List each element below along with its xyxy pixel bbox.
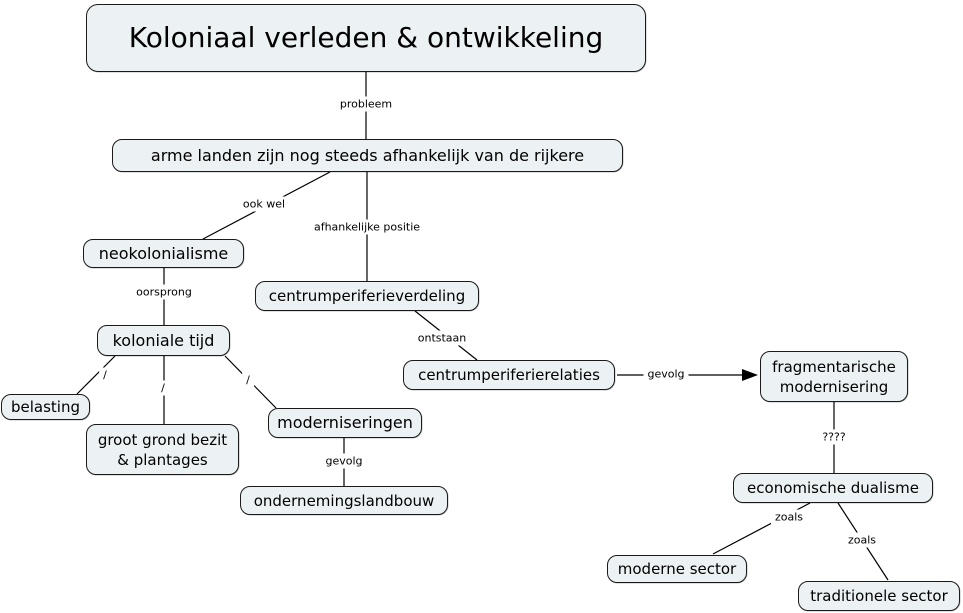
link-label-gevolg-relaties[interactable]: gevolg [643, 366, 689, 382]
node-belasting[interactable]: belasting [1, 394, 90, 420]
node-fragmentarische-modernisering-line1: fragmentarische [772, 357, 896, 376]
node-moderne-sector-text: moderne sector [617, 560, 737, 578]
link-label-ook-wel[interactable]: ook wel [238, 196, 290, 212]
node-koloniale-tijd[interactable]: koloniale tijd [97, 325, 230, 356]
node-moderniseringen[interactable]: moderniseringen [268, 408, 422, 438]
link-label-probleem[interactable]: probleem [335, 96, 397, 112]
node-groot-grond-bezit[interactable]: groot grond bezit & plantages [86, 424, 239, 475]
link-label-afhankelijke-positie[interactable]: afhankelijke positie [309, 219, 425, 235]
link-label-slash-2[interactable]: / [157, 380, 169, 396]
node-title[interactable]: Koloniaal verleden & ontwikkeling [86, 4, 646, 72]
link-label-oorsprong[interactable]: oorsprong [132, 284, 196, 300]
node-belasting-text: belasting [10, 398, 80, 416]
node-neokolonialisme[interactable]: neokolonialisme [83, 239, 244, 268]
node-centrumperiferieverdeling-text: centrumperiferieverdeling [268, 287, 466, 305]
node-koloniale-tijd-text: koloniale tijd [112, 330, 215, 350]
node-ondernemingslandbouw[interactable]: ondernemingslandbouw [240, 486, 448, 515]
link-label-unknown[interactable]: ???? [818, 429, 850, 445]
edge-kt-belasting [76, 355, 116, 395]
link-label-ontstaan[interactable]: ontstaan [413, 330, 471, 346]
link-label-gevolg-moderniseringen[interactable]: gevolg [321, 453, 367, 469]
link-label-zoals-2[interactable]: zoals [843, 532, 881, 548]
arrowhead-gevolg [742, 369, 758, 381]
node-fragmentarische-modernisering[interactable]: fragmentarische modernisering [760, 351, 908, 402]
link-label-slash-1[interactable]: / [99, 367, 111, 383]
node-economische-dualisme-text: economische dualisme [747, 479, 919, 497]
node-moderne-sector[interactable]: moderne sector [607, 555, 747, 583]
node-centrumperiferierelaties[interactable]: centrumperiferierelaties [403, 360, 615, 390]
link-label-slash-3[interactable]: / [242, 372, 254, 388]
node-traditionele-sector[interactable]: traditionele sector [798, 581, 960, 611]
node-groot-grond-bezit-line2: & plantages [117, 450, 208, 469]
node-groot-grond-bezit-line1: groot grond bezit [97, 430, 228, 449]
node-traditionele-sector-text: traditionele sector [810, 587, 948, 605]
link-label-zoals-1[interactable]: zoals [770, 509, 808, 525]
node-economische-dualisme[interactable]: economische dualisme [733, 473, 933, 503]
node-centrumperiferierelaties-text: centrumperiferierelaties [418, 366, 600, 384]
node-problem-statement-text: arme landen zijn nog steeds afhankelijk … [150, 145, 585, 165]
node-title-text: Koloniaal verleden & ontwikkeling [128, 21, 604, 54]
node-centrumperiferieverdeling[interactable]: centrumperiferieverdeling [255, 281, 479, 311]
node-fragmentarische-modernisering-line2: modernisering [779, 377, 889, 396]
node-problem-statement[interactable]: arme landen zijn nog steeds afhankelijk … [112, 139, 623, 172]
node-neokolonialisme-text: neokolonialisme [98, 243, 229, 263]
node-ondernemingslandbouw-text: ondernemingslandbouw [253, 491, 435, 510]
node-moderniseringen-text: moderniseringen [277, 413, 413, 432]
